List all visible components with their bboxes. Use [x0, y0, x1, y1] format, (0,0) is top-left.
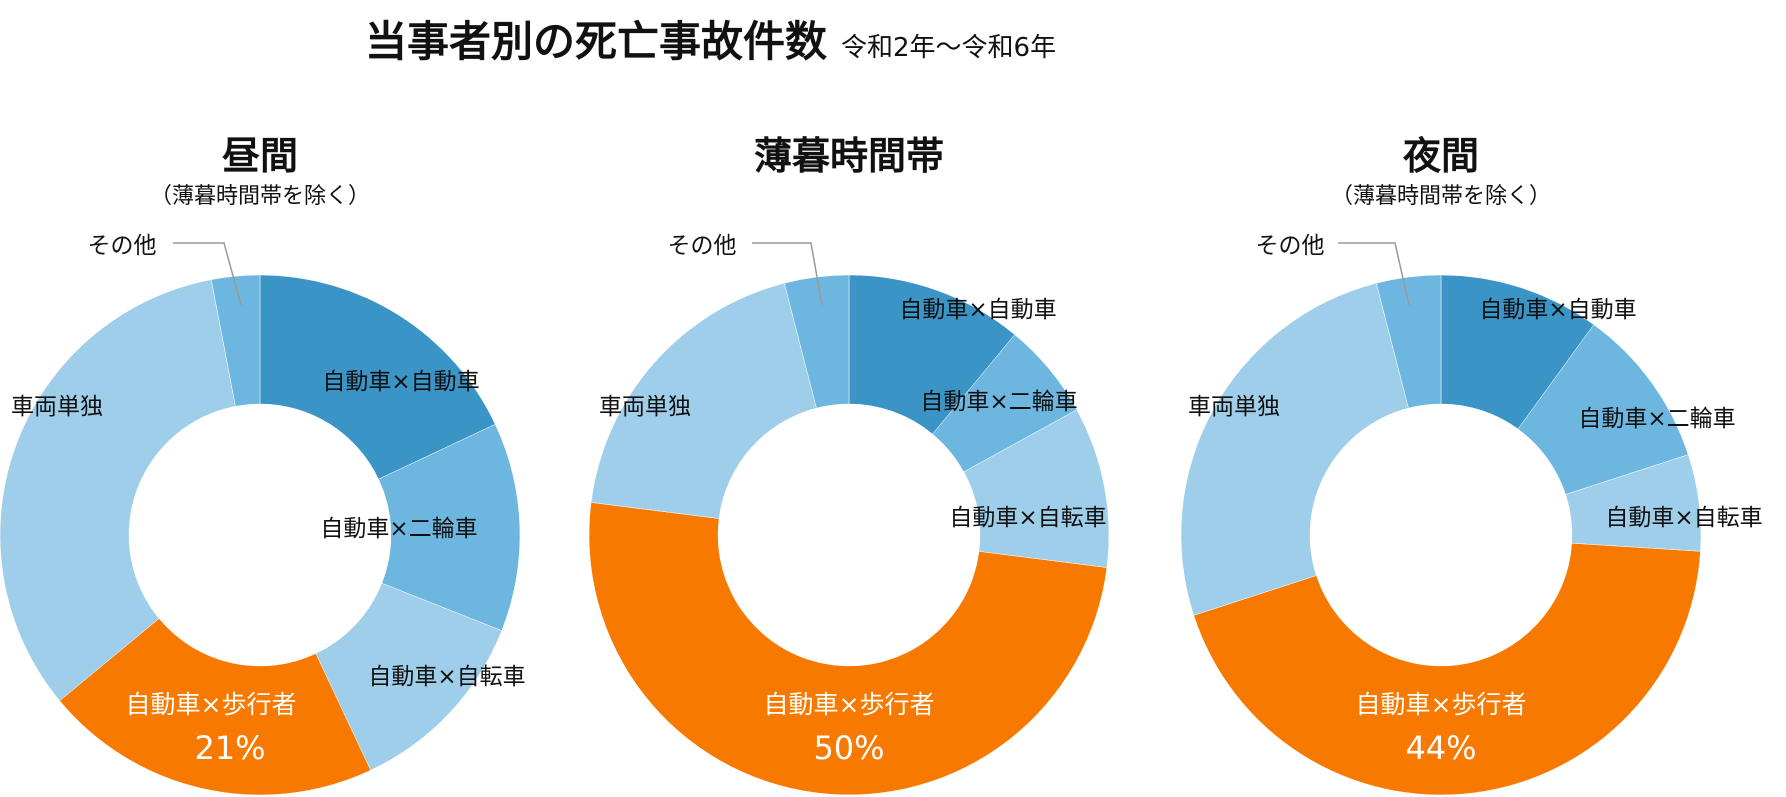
label-other: その他 — [667, 233, 737, 259]
label-car-bike: 自動車×自転車 — [1605, 505, 1763, 531]
label-pedestrian-pct: 21% — [194, 729, 266, 767]
label-single: 車両単独 — [1188, 394, 1280, 420]
label-single: 車両単独 — [11, 394, 103, 420]
donut-slice-pedestrian — [588, 502, 1108, 796]
period-text: 令和2年〜令和6年 — [841, 33, 1057, 63]
label-car-moto: 自動車×二輪車 — [920, 389, 1078, 415]
donut-slice-single — [1180, 282, 1409, 616]
donut-slice-other — [210, 274, 261, 407]
title-text: 当事者別の死亡事故件数 — [365, 17, 828, 66]
chart-main-title: 当事者別の死亡事故件数令和2年〜令和6年 — [365, 8, 1056, 69]
label-car-moto: 自動車×二輪車 — [320, 516, 478, 542]
label-pedestrian-pct: 44% — [1405, 729, 1477, 767]
chart-subtitle-night: （薄暮時間帯を除く） — [1330, 184, 1552, 209]
donut-slice-other — [784, 274, 850, 409]
donut-slice-single — [590, 282, 817, 519]
donut-slice-car-car — [259, 274, 496, 480]
chart-title-night: 夜間 — [1402, 134, 1480, 178]
chart-title-day: 昼間 — [221, 134, 299, 178]
chart-subtitle-day: （薄暮時間帯を除く） — [149, 184, 371, 209]
label-car-car: 自動車×自動車 — [322, 369, 480, 395]
label-single: 車両単独 — [599, 394, 691, 420]
label-car-moto: 自動車×二輪車 — [1578, 406, 1736, 432]
chart-title-twilight: 薄暮時間帯 — [753, 134, 945, 178]
label-pedestrian: 自動車×歩行者 — [763, 690, 935, 719]
leader-line-other — [1338, 242, 1410, 306]
donut-slice-single — [0, 279, 236, 702]
label-other: その他 — [1255, 233, 1325, 259]
leader-line-other — [752, 242, 823, 306]
label-car-car: 自動車×自動車 — [899, 297, 1057, 323]
label-car-bike: 自動車×自転車 — [368, 664, 526, 690]
leader-line-other — [173, 242, 242, 306]
label-pedestrian-pct: 50% — [813, 729, 885, 767]
label-other: その他 — [87, 233, 157, 259]
label-car-car: 自動車×自動車 — [1479, 297, 1637, 323]
label-pedestrian: 自動車×歩行者 — [1355, 690, 1527, 719]
donut-slice-pedestrian — [1193, 542, 1701, 796]
donut-slice-other — [1376, 274, 1442, 409]
donut-slice-pedestrian — [59, 618, 372, 796]
label-pedestrian: 自動車×歩行者 — [125, 690, 297, 719]
label-car-bike: 自動車×自転車 — [949, 505, 1107, 531]
